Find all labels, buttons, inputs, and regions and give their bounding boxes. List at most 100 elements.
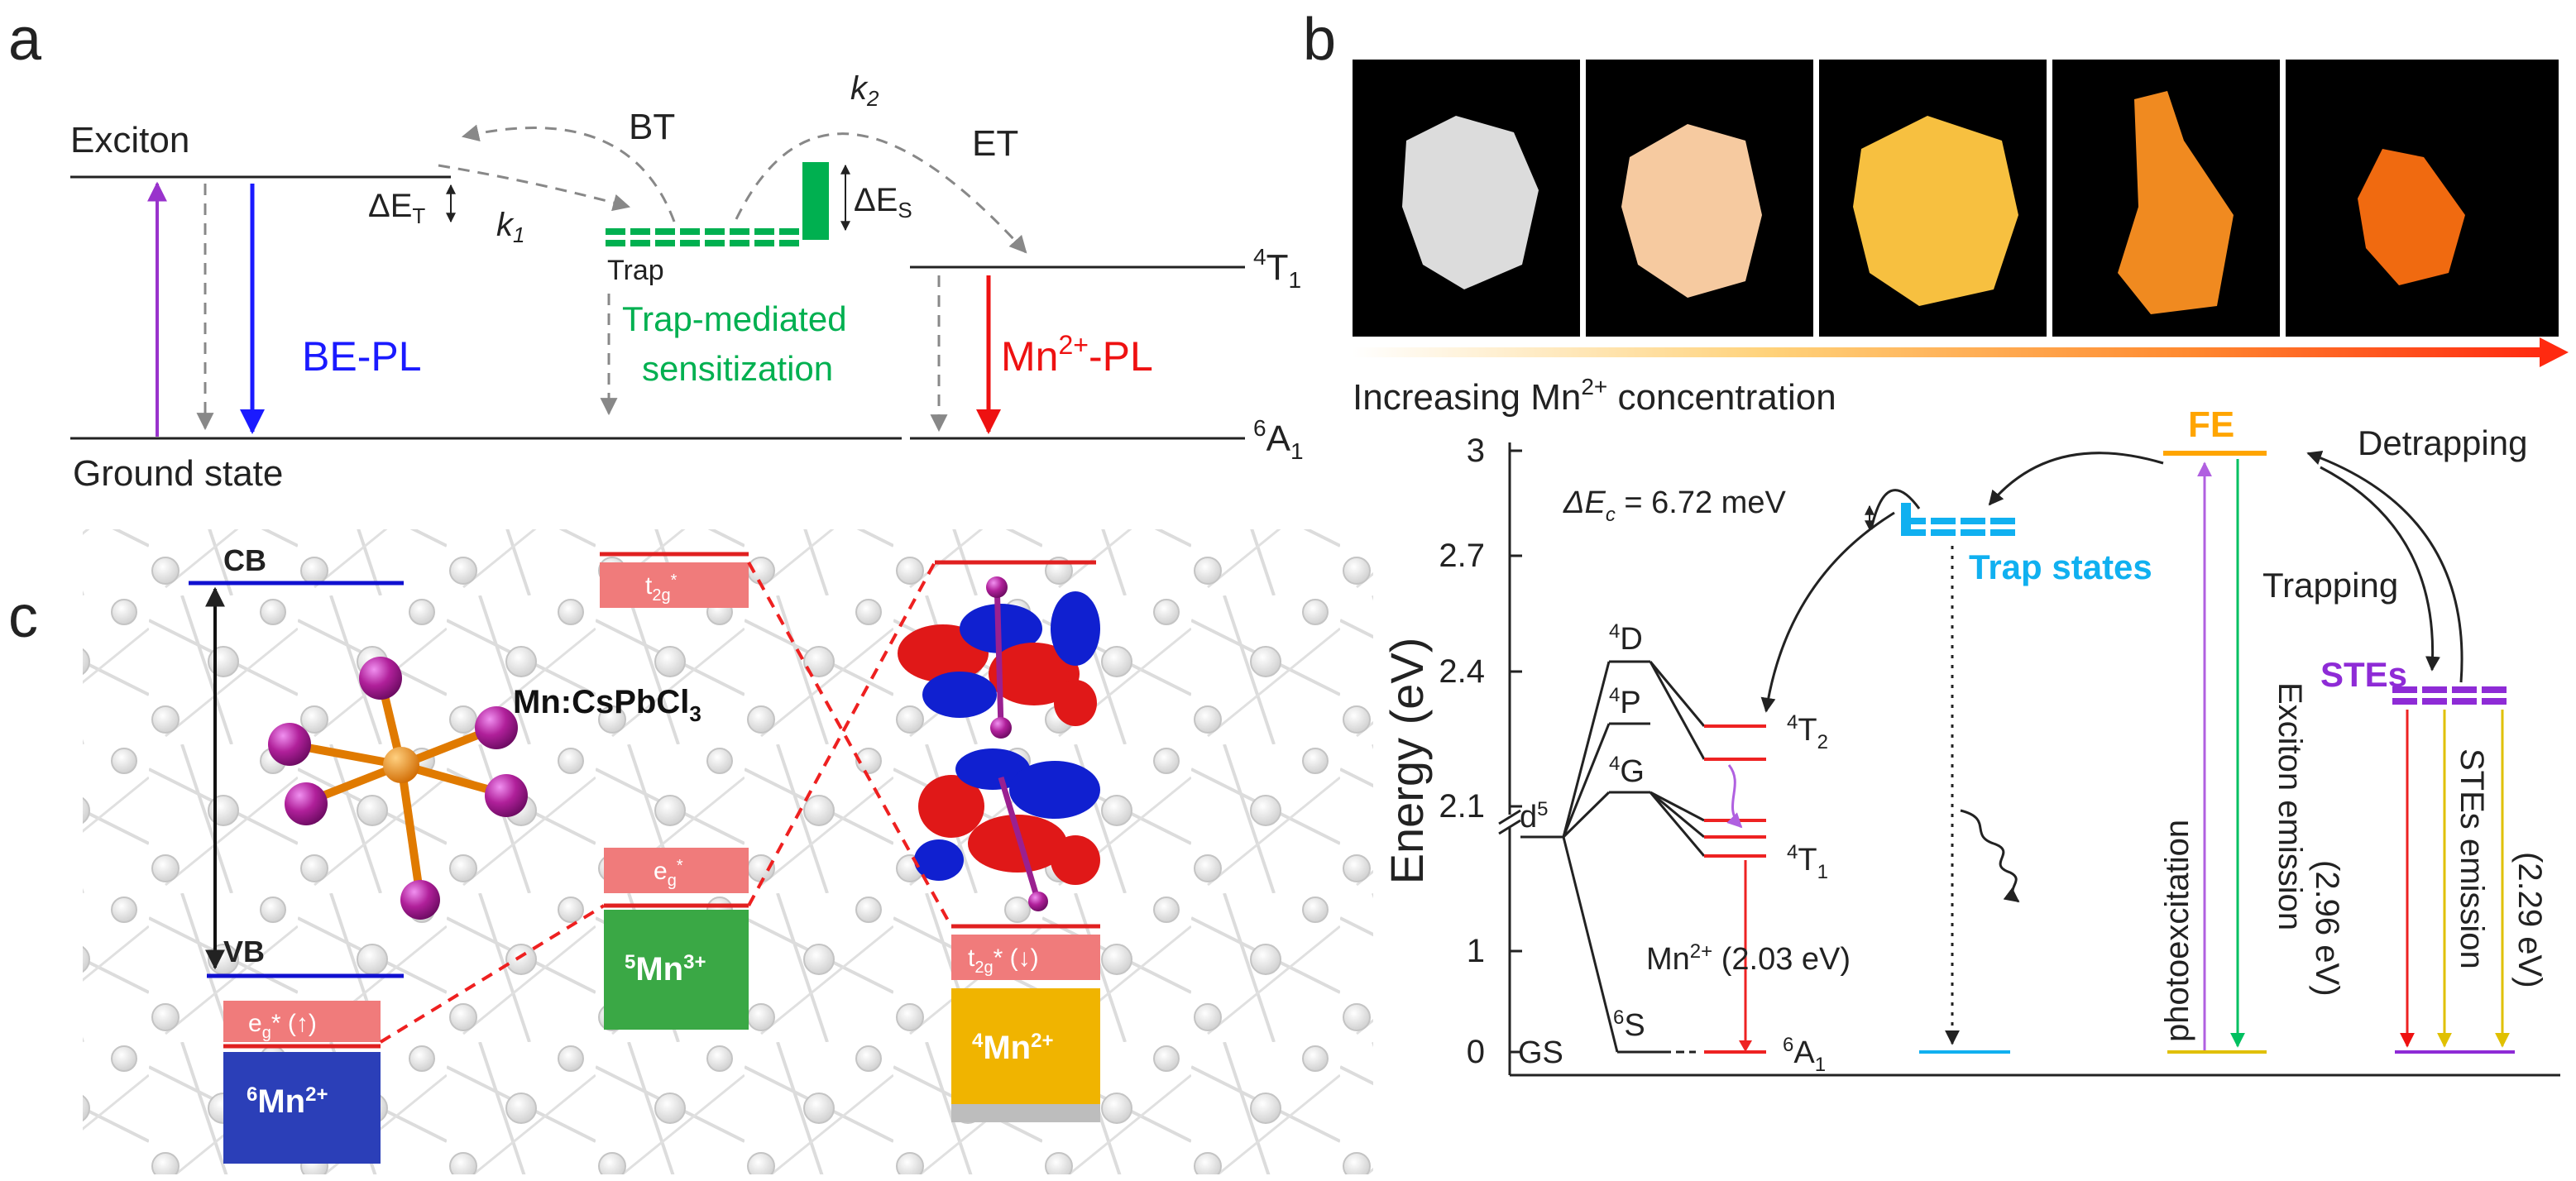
panel-b-label: b xyxy=(1303,7,1336,73)
ytick-1: 1 xyxy=(1467,933,1485,969)
eg-up-box xyxy=(223,1001,381,1042)
be-pl-label: BE-PL xyxy=(302,333,422,380)
trap-block xyxy=(802,162,829,240)
photoexcitation-label: photoexcitation xyxy=(2159,820,2195,1042)
concentration-gradient-bar xyxy=(1353,347,2544,357)
exciton-emission-label: Exciton emission xyxy=(2272,682,2308,930)
mn2-6-box xyxy=(223,1052,381,1164)
trapping-arrow xyxy=(2320,466,2440,672)
cb-label: CB xyxy=(223,543,266,577)
ground-state-label: Ground state xyxy=(73,453,283,494)
a1-label: 6A1 xyxy=(1253,415,1304,464)
nonradiative-squiggle xyxy=(1960,809,2020,903)
mn2-4-shadow xyxy=(951,1104,1100,1122)
delta-et-label: ΔET xyxy=(368,188,425,228)
delta-ec-label: ΔEc = 6.72 meV xyxy=(1563,485,1786,526)
mn3-5-box xyxy=(604,910,749,1030)
level-4D: 4D xyxy=(1609,620,1643,657)
t2g-label-mid: t2g* xyxy=(645,571,678,605)
stes-levels xyxy=(2392,686,2507,705)
trap-states xyxy=(606,228,799,246)
mn-octahedron xyxy=(268,657,528,920)
axis-break-2 xyxy=(1498,819,1521,835)
photo-sample-2 xyxy=(1621,124,1762,298)
orbital-lobes-top xyxy=(898,576,1100,739)
stes-energy-label: (2.29 eV) xyxy=(2511,852,2548,988)
stes-label: STEs xyxy=(2320,655,2407,694)
correlation-lines xyxy=(379,562,953,1044)
vb-label: VB xyxy=(223,935,265,968)
mn-pl-label: Mn2+-PL xyxy=(1001,330,1153,380)
photo-sample-1 xyxy=(1402,116,1539,289)
exciton-energy-label: (2.96 eV) xyxy=(2309,860,2345,997)
mn2-4-box xyxy=(951,988,1100,1104)
k2-label: k2 xyxy=(850,70,879,111)
trap-barrier-curve xyxy=(1870,489,1921,530)
level-4T1: 4T1 xyxy=(1787,841,1828,883)
orbital-lobes-bottom xyxy=(914,748,1100,911)
mn2-6-label: 6Mn2+ xyxy=(247,1083,328,1120)
detrapping-arrow xyxy=(2306,451,2463,683)
level-6S: 6S xyxy=(1613,1006,1645,1043)
mn3-5-label: 5Mn3+ xyxy=(625,951,706,987)
mn-red-levels xyxy=(1704,724,1766,1054)
d5-label: d5 xyxy=(1520,798,1549,834)
mn-levels xyxy=(1520,660,1706,1054)
panel-c-label: c xyxy=(8,584,38,650)
y-ticks xyxy=(1510,449,1522,1054)
trap-mediated-label-2: sensitization xyxy=(642,349,833,388)
k2-arrow xyxy=(735,132,1027,254)
level-6A1: 6A1 xyxy=(1783,1034,1826,1076)
ytick-0: 0 xyxy=(1467,1034,1485,1070)
mn2-4-label: 4Mn2+ xyxy=(972,1030,1054,1066)
sample-photos xyxy=(1353,60,2559,337)
mn-internal-relax xyxy=(1726,764,1743,829)
photo-sample-4 xyxy=(2118,91,2234,314)
delta-es-label: ΔES xyxy=(854,182,912,222)
photo-sample-5 xyxy=(2358,149,2465,285)
level-4P: 4P xyxy=(1609,684,1641,720)
exciton-label: Exciton xyxy=(70,120,189,160)
y-axis-label: Energy (eV) xyxy=(1381,638,1433,885)
t2g-down-label: t2g* (↓) xyxy=(968,944,1039,977)
t2g-box-mid xyxy=(600,562,749,608)
bt-label: BT xyxy=(629,107,675,147)
panel-a-label: a xyxy=(8,7,42,73)
ytick-2.7: 2.7 xyxy=(1439,538,1485,574)
panel-c: c CB VB Mn:CsPbCl3 eg* (↑) xyxy=(8,529,1373,1174)
t1-label: 4T1 xyxy=(1253,244,1301,293)
eg-label-mid: eg* xyxy=(654,857,683,890)
stes-emission-label: STEs emission xyxy=(2454,748,2490,969)
gs-label: GS xyxy=(1518,1035,1563,1070)
trap-to-mn-arrow xyxy=(1760,511,1895,713)
k1-arrow xyxy=(438,164,631,212)
level-4G: 4G xyxy=(1609,753,1645,789)
ytick-2.1: 2.1 xyxy=(1439,788,1485,825)
trap-mediated-label-1: Trap-mediated xyxy=(622,299,847,338)
fe-label: FE xyxy=(2188,404,2234,445)
material-label: Mn:CsPbCl3 xyxy=(513,684,701,726)
eg-up-label: eg* (↑) xyxy=(248,1010,317,1042)
fe-to-trap-arrow xyxy=(1988,452,2164,506)
t2g-down-box xyxy=(951,935,1100,980)
panel-a: a Exciton Ground state BE-PL ΔET k1 BT k… xyxy=(8,7,1304,494)
trap-states-cyan xyxy=(1901,503,2015,536)
ytick-2.4: 2.4 xyxy=(1439,653,1485,690)
photo-sample-3 xyxy=(1853,116,2018,306)
trap-label: Trap xyxy=(607,255,664,286)
et-label: ET xyxy=(972,123,1018,164)
mn-emission-arrowhead xyxy=(1739,1040,1752,1052)
eg-box-mid xyxy=(604,848,749,893)
concentration-caption: Increasing Mn2+ concentration xyxy=(1353,374,1836,418)
k1-label: k1 xyxy=(496,207,524,247)
axis-break-1 xyxy=(1498,809,1521,825)
ytick-3: 3 xyxy=(1467,433,1485,469)
panel-b: b Increasing Mn2+ concentration xyxy=(1303,7,2569,1077)
trap-states-label: Trap states xyxy=(1969,547,2152,586)
trapping-label: Trapping xyxy=(2262,566,2398,605)
detrapping-label: Detrapping xyxy=(2358,423,2527,462)
mn-emission-label: Mn2+ (2.03 eV) xyxy=(1646,940,1851,977)
concentration-arrow-tip xyxy=(2540,337,2569,367)
level-4T2: 4T2 xyxy=(1787,711,1828,753)
